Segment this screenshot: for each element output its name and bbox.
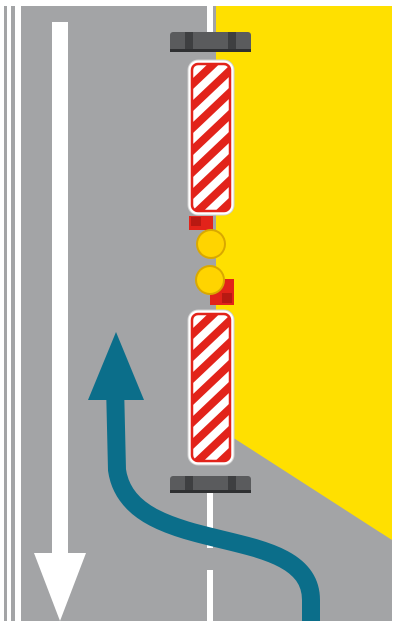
road-edge-line-outer (7, 6, 11, 621)
center-line-bottom (207, 570, 213, 621)
road-edge-line-inner (15, 6, 21, 621)
beacon-base-top (170, 32, 251, 52)
beacon-base-bottom (170, 476, 251, 493)
center-line-top (207, 6, 213, 36)
